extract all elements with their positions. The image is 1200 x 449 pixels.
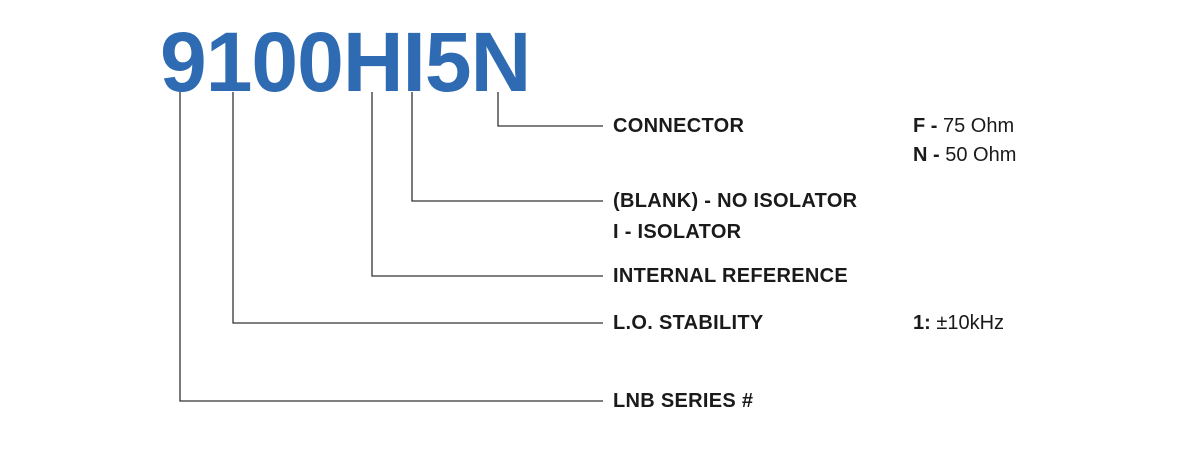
isolator-blank-label: (BLANK) - NO ISOLATOR (613, 190, 858, 212)
leader-line-internal-reference (371, 92, 603, 277)
connector-option-code: F - (913, 115, 938, 137)
connector-option-value: 50 Ohm (945, 144, 1017, 166)
isolator-i-label: I - ISOLATOR (613, 221, 742, 243)
leader-line-isolator (411, 92, 603, 202)
leader-line-lo-stability (232, 92, 603, 324)
lo-stability-label: L.O. STABILITY (613, 312, 764, 334)
lo-stability-option: 1: ±10kHz (913, 311, 1004, 335)
lo-stability-option-code: 1: (913, 312, 931, 334)
connector-label: CONNECTOR (613, 115, 745, 137)
internal-reference-label: INTERNAL REFERENCE (613, 265, 849, 287)
part-number: 9100HI5N (160, 15, 531, 109)
connector-option-code: N - (913, 144, 940, 166)
lo-stability-option-value: ±10kHz (936, 312, 1005, 334)
connector-option-value: 75 Ohm (943, 115, 1015, 137)
lnb-series-label: LNB SERIES # (613, 390, 754, 412)
leader-line-lnb-series (179, 92, 603, 402)
connector-option-f: F - 75 Ohm (913, 114, 1014, 138)
leader-line-connector (497, 92, 603, 127)
connector-option-n: N - 50 Ohm (913, 143, 1016, 167)
